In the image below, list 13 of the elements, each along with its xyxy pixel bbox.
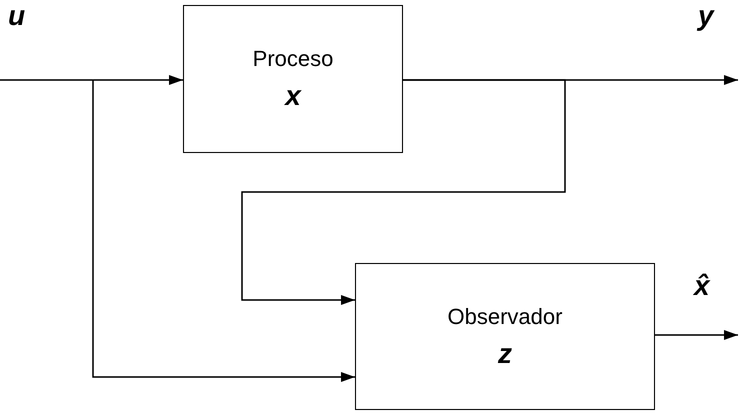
state-variable: z: [498, 340, 512, 368]
signal-label: y: [698, 2, 714, 30]
process-box: [355, 263, 655, 410]
process-box: [183, 5, 403, 153]
arrow: [92, 80, 355, 382]
block-title: Observador: [448, 306, 562, 328]
arrow: [241, 79, 566, 305]
arrow: [655, 330, 738, 340]
block-title: Proceso: [252, 48, 334, 70]
state-variable: x: [285, 82, 301, 110]
signal-label: x̂: [694, 272, 710, 300]
signal-label: u: [8, 2, 26, 30]
arrow: [0, 75, 183, 85]
